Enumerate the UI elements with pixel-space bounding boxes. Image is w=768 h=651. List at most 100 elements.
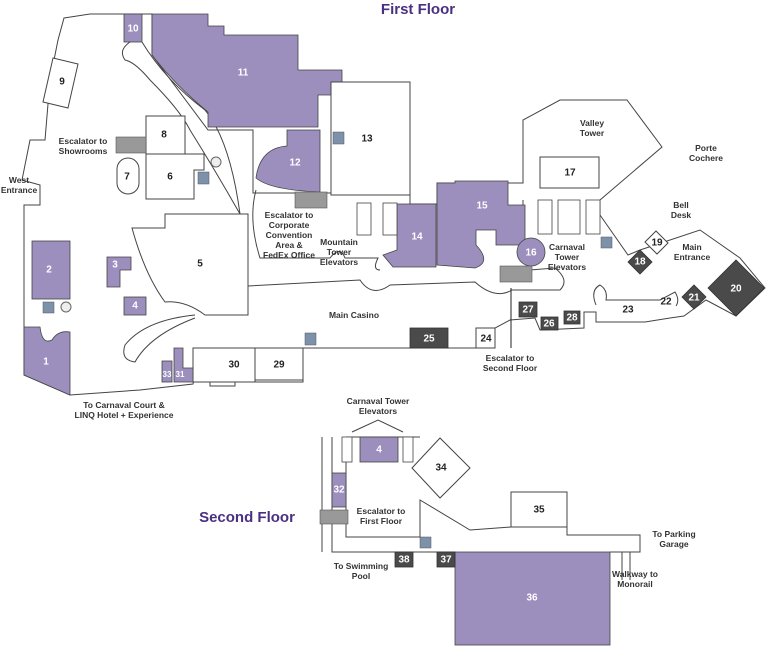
- venue-10[interactable]: [123, 13, 143, 43]
- service-28[interactable]: [563, 310, 581, 325]
- venue-30[interactable]: [192, 347, 256, 383]
- unit-number: 8: [161, 130, 167, 141]
- service-18[interactable]: [627, 249, 653, 275]
- unit-number: 4: [376, 445, 382, 456]
- venue-11[interactable]: [151, 13, 343, 128]
- escalator-convention-label: Escalator to: [265, 210, 314, 220]
- venue-14[interactable]: [382, 203, 437, 268]
- unit-number: 19: [651, 238, 663, 249]
- venue-6[interactable]: [145, 153, 205, 200]
- venue-3[interactable]: [106, 256, 132, 288]
- venue-4[interactable]: [123, 296, 147, 316]
- unit-number: 18: [634, 257, 646, 268]
- carnaval-elevators-label: Tower: [555, 252, 580, 262]
- porte-cochere-label: Cochere: [689, 153, 723, 163]
- escalator-convention-label: Convention: [266, 230, 313, 240]
- mountain-elevators-label: Elevators: [320, 257, 359, 267]
- service-21[interactable]: [681, 284, 707, 310]
- escalator-convention-label: Corporate: [269, 220, 310, 230]
- unit-number: 12: [289, 158, 301, 169]
- unit-number: 38: [398, 555, 410, 566]
- mountain-tower-elevators: [356, 202, 398, 236]
- parking-label: To Parking: [652, 529, 695, 539]
- unit-number: 22: [660, 297, 672, 308]
- unit-number: 3: [112, 260, 118, 271]
- unit-number: 23: [622, 305, 634, 316]
- unit-number: 28: [566, 313, 578, 324]
- unit-24[interactable]: [475, 327, 496, 349]
- unit-number: 5: [197, 259, 203, 270]
- venue-s4[interactable]: [359, 436, 399, 463]
- area-labels: Escalator to Showrooms West Entrance Esc…: [1, 118, 723, 589]
- second-floor-title: Second Floor: [199, 509, 295, 526]
- service-20[interactable]: [707, 259, 765, 317]
- venue-17[interactable]: [539, 156, 600, 189]
- venue-5[interactable]: [131, 213, 249, 316]
- unit-numbers: 10 11 12 13 9 8 6 7 5 2 3 4 1 30 29 33 3…: [43, 24, 742, 604]
- mountain-elevators-label: Mountain: [320, 237, 358, 247]
- escalator-convention-icon: [294, 191, 328, 209]
- venue-29[interactable]: [254, 347, 304, 381]
- venue-7[interactable]: [116, 157, 140, 195]
- restroom-icon: [332, 131, 345, 145]
- service-25[interactable]: [409, 327, 449, 349]
- restroom-icon: [600, 236, 613, 249]
- carnaval-elevators-label: Carnaval: [549, 242, 585, 252]
- venue-12[interactable]: [255, 129, 321, 193]
- service-37[interactable]: [436, 551, 456, 568]
- unit-number: 35: [533, 505, 545, 516]
- escalator-showrooms-label: Escalator to: [59, 136, 108, 146]
- hallway-wall: [121, 41, 241, 215]
- unit-number: 25: [423, 334, 435, 345]
- unit-number: 15: [476, 201, 488, 212]
- unit-number: 4: [132, 301, 138, 312]
- service-38[interactable]: [394, 551, 414, 568]
- porte-cochere-label: Porte: [695, 143, 717, 153]
- service-27[interactable]: [518, 301, 538, 318]
- carnaval-court-label: LINQ Hotel + Experience: [75, 410, 174, 420]
- unit-number: 26: [543, 319, 555, 330]
- restroom-icon: [304, 332, 317, 346]
- venue-32[interactable]: [331, 472, 347, 508]
- monorail-label: Walkway to: [612, 569, 658, 579]
- venue-1[interactable]: [23, 326, 71, 396]
- venue-35[interactable]: [510, 491, 568, 528]
- phone-icon: [210, 156, 222, 168]
- venue-15[interactable]: [436, 180, 526, 269]
- venue-33[interactable]: [161, 360, 173, 383]
- unit-number: 34: [435, 463, 447, 474]
- carnaval-court-label: To Carnaval Court &: [83, 400, 165, 410]
- unit-number: 10: [127, 24, 139, 35]
- parking-label: Garage: [659, 539, 689, 549]
- phone-icon: [60, 301, 72, 313]
- unit-19[interactable]: [644, 230, 669, 255]
- first-floor-title: First Floor: [381, 1, 455, 18]
- valley-tower-label: Tower: [580, 128, 605, 138]
- bell-desk-label: Desk: [671, 210, 692, 220]
- unit-number: 6: [167, 172, 173, 183]
- venue-36[interactable]: [454, 551, 611, 646]
- venue-9[interactable]: [42, 57, 79, 109]
- venue-31[interactable]: [173, 347, 194, 383]
- unit-number: 30: [228, 360, 240, 371]
- escalator-second-floor-icon: [499, 265, 533, 283]
- venue-34[interactable]: [411, 437, 471, 499]
- west-entrance-label: West: [9, 175, 29, 185]
- elevator-pointer: [351, 419, 404, 433]
- carnaval-elevators-2-label: Elevators: [359, 406, 398, 416]
- service-26[interactable]: [540, 316, 559, 331]
- escalator-second-label: Escalator to: [486, 353, 535, 363]
- second-floor-elevator: [341, 436, 353, 463]
- hallway-wall: [252, 189, 381, 271]
- unit-number: 11: [238, 68, 249, 79]
- restroom-icon: [197, 171, 210, 185]
- unit-number: 32: [333, 485, 345, 496]
- escalator-first-floor-icon: [319, 509, 349, 525]
- unit-number: 16: [525, 248, 537, 259]
- escalator-convention-label: FedEx Office: [263, 250, 315, 260]
- carnaval-tower-elevators: [537, 199, 601, 235]
- pool-label: Pool: [352, 571, 370, 581]
- venue-2[interactable]: [31, 240, 71, 300]
- escalator-first-label: First Floor: [360, 516, 403, 526]
- unit-number: 13: [361, 134, 373, 145]
